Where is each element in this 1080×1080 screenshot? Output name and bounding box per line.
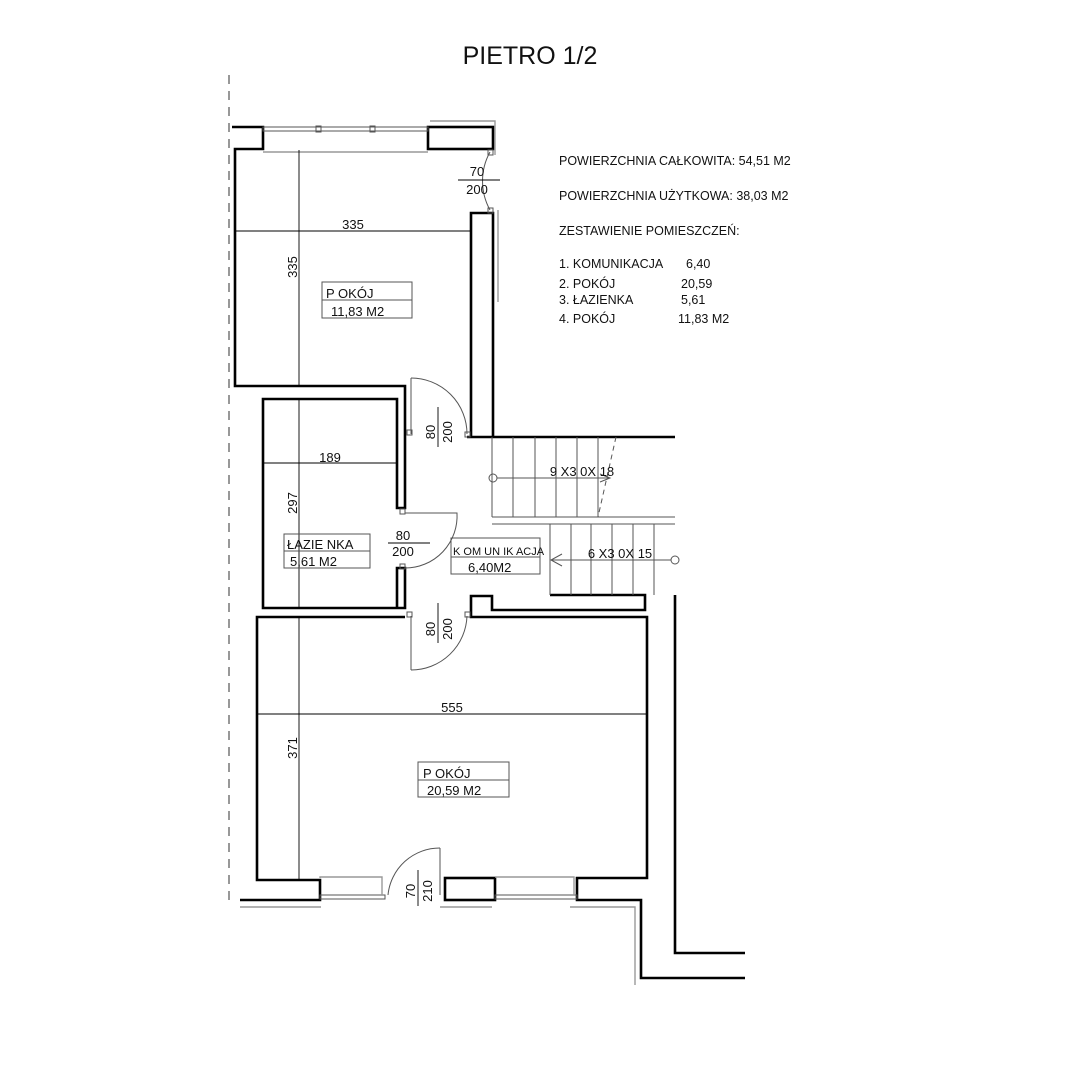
usable-area: POWIERZCHNIA UŻYTKOWA: 38,03 M2 [559,189,788,203]
door-4-height: 200 [440,618,455,640]
room-list-area: 20,59 [681,277,712,291]
total-area: POWIERZCHNIA CAŁKOWITA: 54,51 M2 [559,154,791,168]
hall-name: K OM UN IK ACJA [453,546,545,558]
hall-area: 6,40M2 [468,560,511,575]
door-1-width: 70 [470,164,484,179]
top-room-width: 335 [342,217,364,232]
door-1-height: 200 [466,182,488,197]
windows [240,120,636,985]
bathroom-name: ŁAZIE NKA [287,537,354,552]
room-bottom-name: P OKÓJ [423,766,470,781]
area-summary: POWIERZCHNIA CAŁKOWITA: 54,51 M2 POWIERZ… [559,154,791,326]
bottom-room-height: 371 [285,737,300,759]
door-3-width: 80 [396,528,410,543]
door-2-width: 80 [423,425,438,439]
room-list-area: 6,40 [686,257,710,271]
bathroom-width: 189 [319,450,341,465]
door-5-width: 70 [403,884,418,898]
rooms-heading: ZESTAWIENIE POMIESZCZEŃ: [559,223,740,238]
room-bottom-area: 20,59 M2 [427,783,481,798]
door-3-height: 200 [392,544,414,559]
door-5-height: 210 [420,880,435,902]
room-list-name: 2. POKÓJ [559,276,615,291]
room-list-name: 4. POKÓJ [559,311,615,326]
room-labels: P OKÓJ 11,83 M2 ŁAZIE NKA 5,61 M2 K OM U… [283,281,545,798]
room-list-name: 1. KOMUNIKACJA [559,257,664,271]
door-2-height: 200 [440,421,455,443]
top-room-height: 335 [285,256,300,278]
door-4-width: 80 [423,622,438,636]
room-list-area: 5,61 [681,293,705,307]
door-swings [387,149,494,896]
lower-stair-label: 6 X3 0X 15 [588,546,652,561]
door-labels: 70 200 80 200 80 200 80 200 70 210 [388,164,500,906]
plan-title: PIETRO 1/2 [463,42,598,70]
room-top-name: P OKÓJ [326,286,373,301]
bathroom-area: 5,61 M2 [290,554,337,569]
bottom-room-width: 555 [441,700,463,715]
upper-stair-label: 9 X3 0X 18 [550,464,614,479]
dimension-lines: 335 335 189 297 555 371 [236,150,646,879]
stairs: 9 X3 0X 18 6 X3 0X 15 [488,436,680,595]
room-top-area: 11,83 M2 [331,304,384,319]
room-list-name: 3. ŁAZIENKA [559,293,634,307]
room-list-area: 11,83 M2 [678,312,729,326]
bathroom-height: 297 [285,492,300,514]
walls [232,125,745,980]
